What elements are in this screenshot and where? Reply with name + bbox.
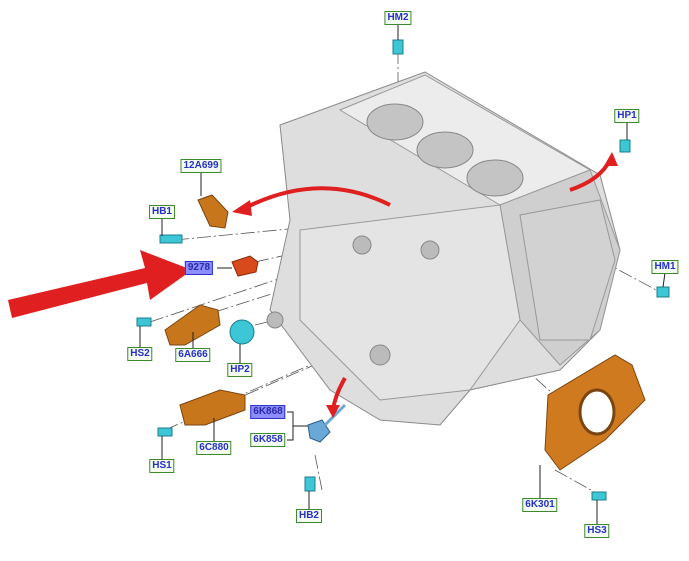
- screw-hs1: [157, 427, 173, 437]
- screw-hs3: [591, 491, 607, 501]
- fasteners: [136, 39, 670, 501]
- big-arrow-icon: [8, 250, 192, 318]
- label-12a699[interactable]: 12A699: [180, 159, 222, 173]
- bolt-hm2: [392, 39, 404, 55]
- label-hs3[interactable]: HS3: [584, 524, 610, 538]
- solenoid-6a666: [164, 304, 221, 346]
- plug-hp1: [619, 139, 631, 153]
- label-hb2[interactable]: HB2: [295, 509, 323, 523]
- oil-jet-6k858: [307, 403, 347, 443]
- bolt-hb2: [304, 476, 316, 492]
- curved-arrow-head-icon: [232, 200, 252, 216]
- label-6k301[interactable]: 6K301: [522, 498, 558, 512]
- plug-hm1: [656, 286, 670, 298]
- label-6a666[interactable]: 6A666: [175, 348, 211, 362]
- plug-hp2: [229, 319, 255, 345]
- label-hp2[interactable]: HP2: [227, 363, 253, 377]
- label-hp1[interactable]: HP1: [614, 109, 640, 123]
- rear-oil-seal-6k301: [544, 354, 646, 471]
- label-hm1[interactable]: HM1: [651, 260, 679, 274]
- red-arrows: [8, 152, 618, 418]
- part-9278: [231, 255, 259, 277]
- label-6c880[interactable]: 6C880: [196, 441, 232, 455]
- label-hs1[interactable]: HS1: [149, 459, 175, 473]
- label-9278[interactable]: 9278: [184, 261, 214, 275]
- solenoid-6c880: [179, 389, 246, 426]
- label-leaders: [139, 24, 666, 525]
- label-6k858[interactable]: 6K858: [250, 433, 286, 447]
- bolt-hb1: [159, 234, 183, 244]
- label-hb1[interactable]: HB1: [148, 205, 176, 219]
- cylinder-block: [266, 71, 621, 426]
- screw-hs2: [136, 317, 152, 327]
- sensor-12a699: [197, 194, 229, 229]
- label-6k868[interactable]: 6K868: [250, 405, 286, 419]
- label-hs2[interactable]: HS2: [127, 347, 153, 361]
- label-hm2[interactable]: HM2: [384, 11, 412, 25]
